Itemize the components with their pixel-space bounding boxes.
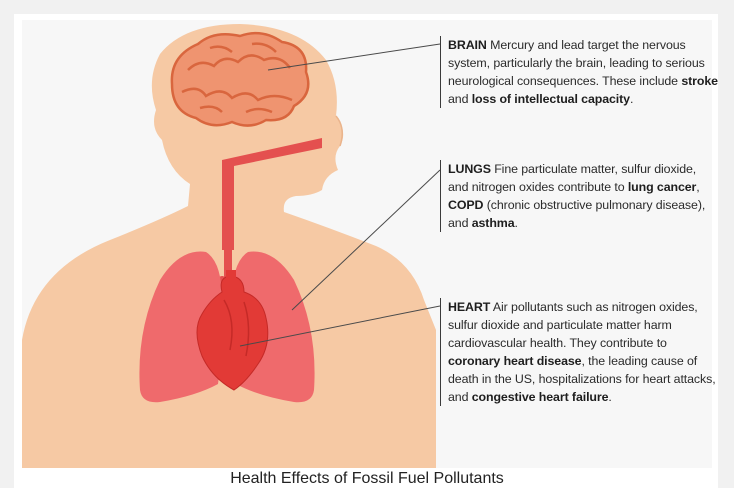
brain-effect-intellect: loss of intellectual capacity: [472, 92, 630, 106]
lungs-text-join: ,: [696, 180, 699, 194]
brain-text: Mercury and lead target the nervous syst…: [448, 38, 705, 88]
lungs-callout: LUNGS Fine particulate matter, sulfur di…: [440, 160, 718, 232]
lungs-heading: LUNGS: [448, 162, 491, 176]
lungs-effect-asthma: asthma: [472, 216, 515, 230]
brain-heading: BRAIN: [448, 38, 487, 52]
figure-caption: Health Effects of Fossil Fuel Pollutants: [0, 470, 734, 488]
heart-text-end: .: [608, 390, 611, 404]
heart-effect-chf: congestive heart failure: [472, 390, 609, 404]
lungs-effect-cancer: lung cancer: [628, 180, 696, 194]
brain-organ: [172, 33, 308, 125]
heart-effect-chd: coronary heart disease: [448, 354, 581, 368]
brain-text-end: .: [630, 92, 633, 106]
brain-text-join: and: [448, 92, 472, 106]
brain-callout: BRAIN Mercury and lead target the nervou…: [440, 36, 718, 108]
brain-effect-stroke: stroke: [681, 74, 718, 88]
heart-callout: HEART Air pollutants such as nitrogen ox…: [440, 298, 718, 406]
heart-heading: HEART: [448, 300, 490, 314]
lungs-effect-copd: COPD: [448, 198, 483, 212]
lungs-text-end: .: [515, 216, 518, 230]
